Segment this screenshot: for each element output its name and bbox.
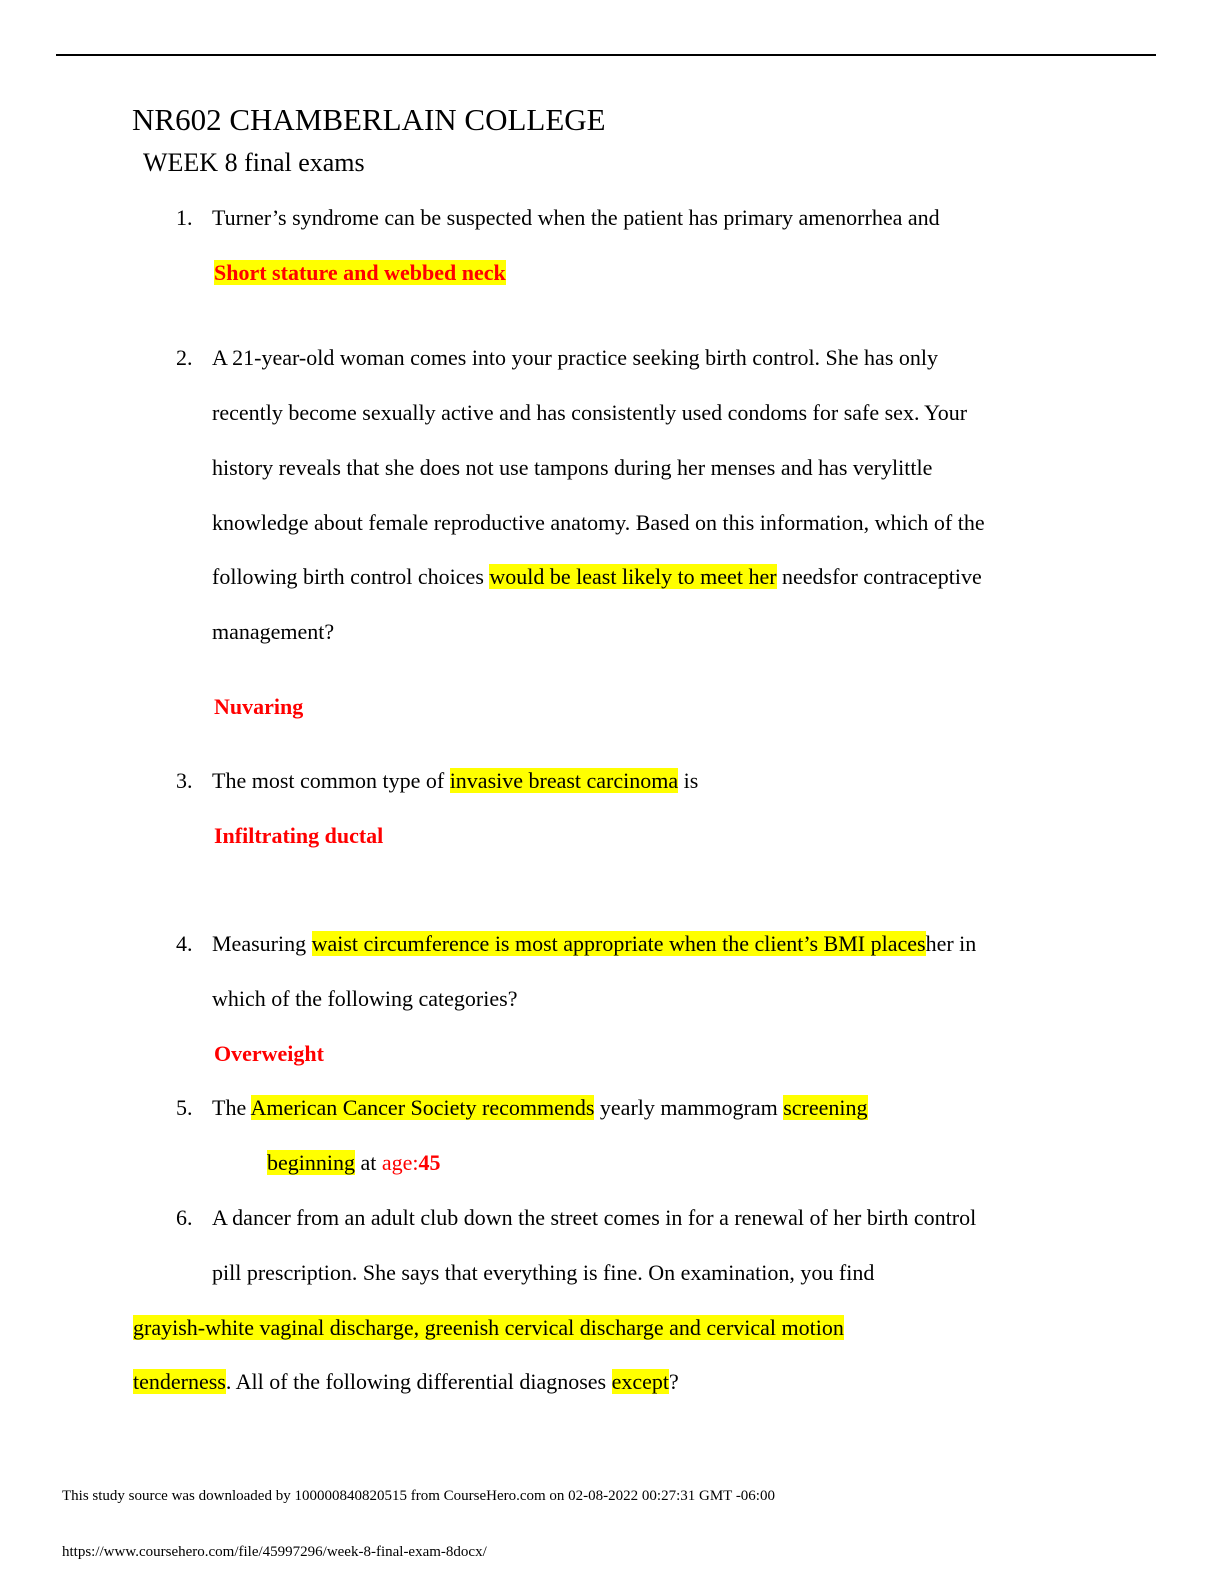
question-number: 4.	[176, 931, 193, 956]
highlighted-text: screening	[783, 1095, 868, 1120]
answer-text: Infiltrating ductal	[214, 823, 384, 848]
question-text: The most common type of invasive breast …	[212, 768, 699, 793]
answer-label: age:	[381, 1150, 419, 1175]
question-text: A 21-year-old woman comes into your prac…	[212, 345, 938, 370]
question-number: 3.	[176, 768, 193, 793]
answer-text: Nuvaring	[214, 694, 304, 719]
question-text: following birth control choices would be…	[212, 564, 982, 589]
question-text: management?	[212, 619, 335, 644]
answer-text: Overweight	[214, 1041, 324, 1066]
highlighted-text: tenderness	[133, 1369, 226, 1394]
header-rule	[56, 54, 1156, 56]
question-text: pill prescription. She says that everyth…	[212, 1260, 875, 1285]
question-text: beginning at age:45	[267, 1150, 441, 1175]
question-text: The American Cancer Society recommends y…	[212, 1095, 868, 1120]
download-notice: This study source was downloaded by 1000…	[62, 1488, 775, 1504]
highlighted-text: beginning	[267, 1150, 355, 1175]
highlighted-text: would be least likely to meet her	[489, 564, 777, 589]
highlighted-text: grayish-white vaginal discharge, greenis…	[133, 1315, 844, 1340]
source-url-link[interactable]: https://www.coursehero.com/file/45997296…	[62, 1544, 487, 1560]
question-text: tenderness. All of the following differe…	[133, 1369, 679, 1394]
document-subtitle: WEEK 8 final exams	[143, 148, 365, 177]
question-number: 6.	[176, 1205, 193, 1230]
question-text: recently become sexually active and has …	[212, 400, 968, 425]
document-title: NR602 CHAMBERLAIN COLLEGE	[132, 102, 606, 137]
answer-text: 45	[418, 1150, 441, 1175]
question-text: Turner’s syndrome can be suspected when …	[212, 205, 940, 230]
question-text: grayish-white vaginal discharge, greenis…	[133, 1314, 844, 1342]
question-text: which of the following categories?	[212, 986, 518, 1011]
question-number: 5.	[176, 1095, 193, 1120]
question-text: A dancer from an adult club down the str…	[212, 1205, 977, 1230]
highlighted-text: American Cancer Society recommends	[250, 1095, 595, 1120]
highlighted-text: invasive breast carcinoma	[449, 768, 679, 793]
question-text: Measuring waist circumference is most ap…	[212, 931, 977, 956]
question-number: 2.	[176, 345, 193, 370]
question-number: 1.	[176, 205, 193, 230]
highlighted-text: waist circumference is most appropriate …	[311, 931, 926, 956]
question-text: knowledge about female reproductive anat…	[212, 510, 985, 535]
answer-text: Short stature and webbed neck	[214, 260, 506, 285]
highlighted-text: except	[611, 1369, 670, 1394]
question-text: history reveals that she does not use ta…	[212, 455, 933, 480]
